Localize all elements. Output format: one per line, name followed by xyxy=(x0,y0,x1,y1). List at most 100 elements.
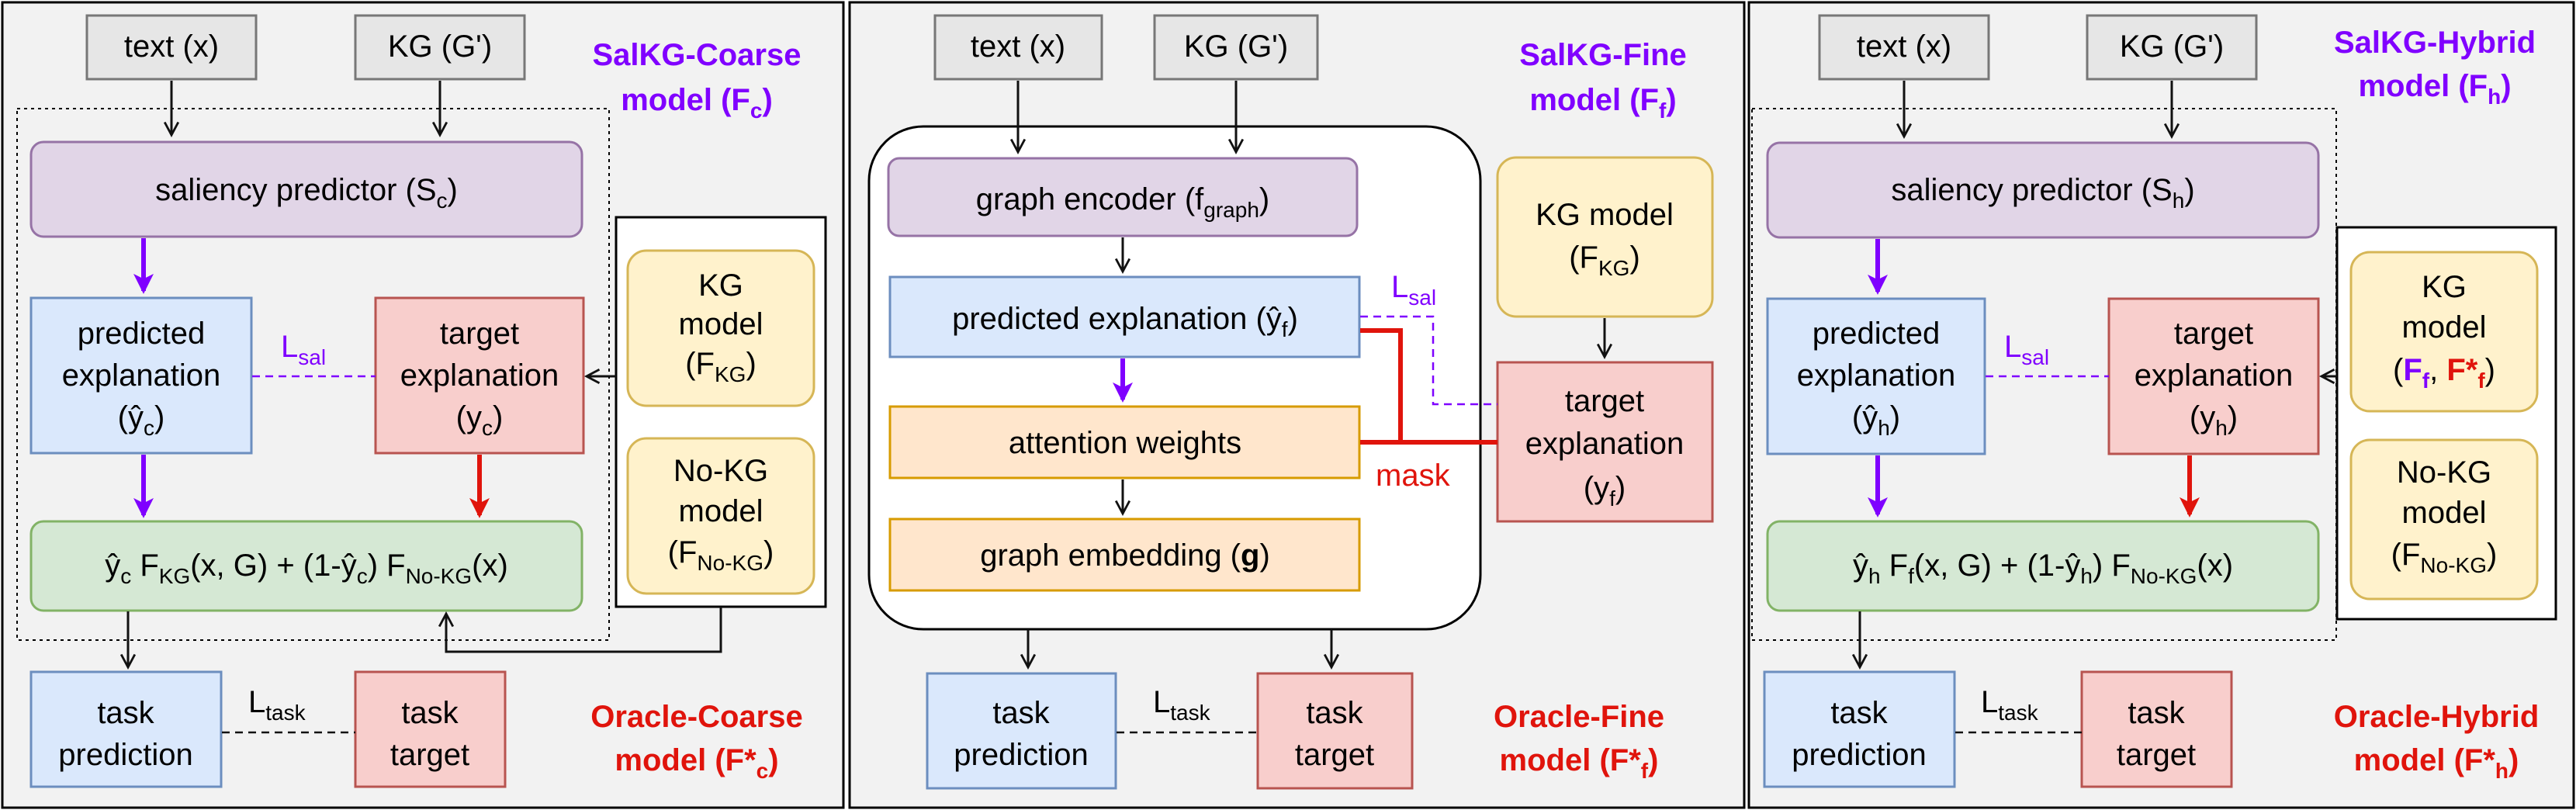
hybrid-task-prediction-l1: task xyxy=(1830,696,1888,730)
fine-oracle-model: model (F*f) xyxy=(1500,743,1659,783)
hybrid-task-target-l2: target xyxy=(2117,738,2196,772)
hybrid-task-prediction-box xyxy=(1763,670,1956,788)
coarse-sal-loss-label: Lsal xyxy=(281,330,326,369)
coarse-dotted-region xyxy=(16,108,610,641)
hybrid-combine-box xyxy=(1766,520,2320,612)
fine-task-prediction-l1: task xyxy=(992,696,1050,730)
coarse-combine-box xyxy=(29,520,583,612)
coarse-kg-model-l1: KG xyxy=(698,268,743,303)
hybrid-text-input: text (x) xyxy=(1857,29,1951,64)
hybrid-title-model: model (Fh) xyxy=(2358,69,2511,109)
hybrid-task-prediction-l2: prediction xyxy=(1792,738,1926,772)
hybrid-task-target-l1: task xyxy=(2128,696,2185,730)
fine-graph-encoder-label: graph encoder (fgraph) xyxy=(976,182,1269,222)
hybrid-predicted-box xyxy=(1766,297,1986,455)
hybrid-oracle-model: model (F*h) xyxy=(2354,743,2519,783)
coarse-models-to-combine-arrow xyxy=(438,607,722,653)
fine-text-input-box xyxy=(933,14,1103,81)
coarse-kg-input-box xyxy=(354,14,526,81)
fine-task-target-box xyxy=(1256,672,1414,790)
coarse-kg-model-l3: (FKG) xyxy=(685,347,757,386)
coarse-title-model: model (Fc) xyxy=(621,83,773,123)
hybrid-sal-loss-label: Lsal xyxy=(2004,330,2049,369)
coarse-nokg-model-l3: (FNo-KG) xyxy=(668,535,774,575)
hybrid-kg-model-box xyxy=(2349,251,2539,413)
fine-kg-input-box xyxy=(1153,14,1319,81)
coarse-predicted-l3: (ŷc) xyxy=(118,400,165,440)
coarse-target-l2: explanation xyxy=(400,358,559,393)
fine-text-input: text (x) xyxy=(971,29,1065,64)
fine-kg-input: KG (G') xyxy=(1184,29,1288,64)
fine-embedding-label: graph embedding (g) xyxy=(980,538,1270,573)
hybrid-nokg-model-box xyxy=(2349,438,2539,601)
coarse-kg-model-box xyxy=(626,249,815,407)
hybrid-saliency-box xyxy=(1766,141,2320,239)
hybrid-text-input-box xyxy=(1818,14,1990,81)
hybrid-predicted-l2: explanation xyxy=(1797,358,1956,393)
hybrid-target-l3: (yh) xyxy=(2190,400,2238,440)
coarse-saliency-label: saliency predictor (Sc) xyxy=(155,173,458,213)
fine-mask-label: mask xyxy=(1376,459,1451,493)
hybrid-nokg-model-l2: model xyxy=(2402,496,2487,530)
panel-coarse: text (x) KG (G') SalKG-Coarse model (Fc)… xyxy=(1,1,845,809)
fine-target-box xyxy=(1496,361,1714,523)
coarse-task-loss-label: Ltask xyxy=(248,685,306,725)
hybrid-task-target-box xyxy=(2080,670,2233,788)
hybrid-kg-model-l2: model xyxy=(2402,310,2487,344)
coarse-nokg-model-l1: No-KG xyxy=(673,454,768,488)
coarse-predicted-box xyxy=(29,296,253,455)
coarse-kg-model-l2: model xyxy=(679,307,763,341)
coarse-text-input: text (x) xyxy=(124,29,219,64)
coarse-task-prediction-l2: prediction xyxy=(58,738,192,772)
coarse-saliency-box xyxy=(29,140,583,238)
fine-embedding-box xyxy=(888,518,1361,592)
fine-attention-label: attention weights xyxy=(1009,426,1241,460)
hybrid-kg-model-l1: KG xyxy=(2422,270,2467,304)
coarse-task-target-box xyxy=(354,670,507,788)
hybrid-saliency-label: saliency predictor (Sh) xyxy=(1891,173,2194,213)
fine-target-l2: explanation xyxy=(1525,427,1684,461)
fine-graph-encoder-box xyxy=(887,157,1359,237)
coarse-nokg-model-l2: model xyxy=(679,494,763,528)
coarse-task-target-l1: task xyxy=(401,696,459,730)
coarse-predicted-l1: predicted xyxy=(78,317,206,351)
fine-kg-model-l2: (FKG) xyxy=(1569,241,1640,280)
coarse-task-prediction-box xyxy=(29,670,223,788)
fine-task-target-l2: target xyxy=(1295,738,1374,772)
hybrid-predicted-l3: (ŷh) xyxy=(1852,400,1900,440)
hybrid-oracle-title: Oracle-Hybrid xyxy=(2334,700,2540,734)
hybrid-task-loss-label: Ltask xyxy=(1981,685,2039,725)
fine-title-model: model (Ff) xyxy=(1529,83,1676,123)
fine-target-l1: target xyxy=(1565,384,1644,418)
coarse-oracle-title: Oracle-Coarse xyxy=(590,700,802,734)
coarse-target-box xyxy=(374,296,585,455)
coarse-oracle-model: model (F*c) xyxy=(615,743,778,783)
hybrid-kg-input: KG (G') xyxy=(2120,29,2224,64)
hybrid-target-l2: explanation xyxy=(2135,358,2294,393)
coarse-target-l1: target xyxy=(440,317,519,351)
fine-task-loss-label: Ltask xyxy=(1153,685,1211,725)
fine-kg-model-box xyxy=(1496,156,1714,318)
coarse-target-l3: (yc) xyxy=(456,400,504,440)
fine-kg-model-l1: KG model xyxy=(1536,198,1674,232)
fine-mask-bracket xyxy=(1360,328,1403,445)
fine-target-l3: (yf) xyxy=(1584,471,1626,511)
panel-hybrid: text (x) KG (G') SalKG-Hybrid model (Fh)… xyxy=(1747,1,2575,809)
fine-predicted-label: predicted explanation (ŷf) xyxy=(952,302,1298,341)
fine-sal-loss-label: Lsal xyxy=(1391,270,1436,310)
coarse-predicted-l2: explanation xyxy=(62,358,221,393)
panel-fine: text (x) KG (G') SalKG-Fine model (Ff) g… xyxy=(848,1,1746,809)
fine-kg-model-container xyxy=(867,125,1482,631)
fine-oracle-title: Oracle-Fine xyxy=(1494,700,1664,734)
fine-task-prediction-l2: prediction xyxy=(954,738,1088,772)
hybrid-title: SalKG-Hybrid xyxy=(2334,26,2536,60)
coarse-text-input-box xyxy=(85,14,258,81)
fine-predicted-box xyxy=(888,275,1361,358)
coarse-kg-input: KG (G') xyxy=(388,29,492,64)
coarse-task-prediction-l1: task xyxy=(97,696,154,730)
hybrid-nokg-model-l1: No-KG xyxy=(2397,455,2491,490)
fine-task-target-l1: task xyxy=(1306,696,1363,730)
fine-attention-box xyxy=(888,405,1361,479)
fine-title: SalKG-Fine xyxy=(1519,38,1687,72)
